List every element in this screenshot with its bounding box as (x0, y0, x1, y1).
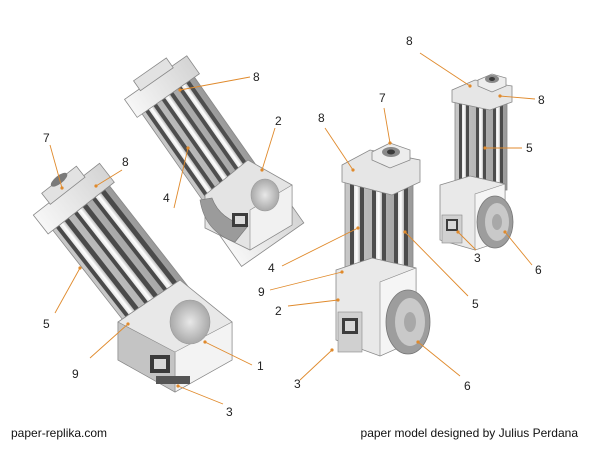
callout-b-8: 8 (122, 155, 129, 169)
callout-b-9: 9 (72, 367, 79, 381)
model-d-upright (439, 73, 514, 251)
model-b-tilted (32, 162, 233, 393)
callout-b-7: 7 (43, 131, 50, 145)
callout-c-4: 4 (268, 261, 275, 275)
callout-b-3: 3 (226, 405, 233, 419)
callout-a-8: 8 (253, 70, 260, 84)
designer-credit: paper model designed by Julius Perdana (360, 426, 578, 440)
model-c-upright (335, 142, 431, 357)
callout-d-3: 3 (474, 251, 481, 265)
callout-c-8: 8 (318, 111, 325, 125)
callout-labels: 8 2 4 7 8 5 9 1 3 8 7 4 9 2 3 5 8 8 5 3 … (43, 34, 545, 419)
callout-c-7: 7 (379, 91, 386, 105)
callout-c-2: 2 (275, 304, 282, 318)
leader-lines (49, 52, 536, 405)
callout-a-2: 2 (275, 114, 282, 128)
callout-d-5: 5 (526, 141, 533, 155)
callout-b-1: 1 (257, 359, 264, 373)
wheel-c (385, 289, 431, 355)
callout-c-3: 3 (294, 377, 301, 391)
callout-d-8-top: 8 (406, 34, 413, 48)
callout-d-8: 8 (538, 93, 545, 107)
callout-a-4: 4 (163, 191, 170, 205)
site-credit: paper-replika.com (11, 426, 108, 440)
callout-c-6: 6 (464, 379, 471, 393)
callout-c-9: 9 (258, 285, 265, 299)
model-a-tilted (123, 55, 305, 268)
callout-c-5: 5 (472, 297, 479, 311)
callout-d-6: 6 (535, 263, 542, 277)
wheel-d (476, 195, 514, 249)
callout-b-5: 5 (43, 317, 50, 331)
